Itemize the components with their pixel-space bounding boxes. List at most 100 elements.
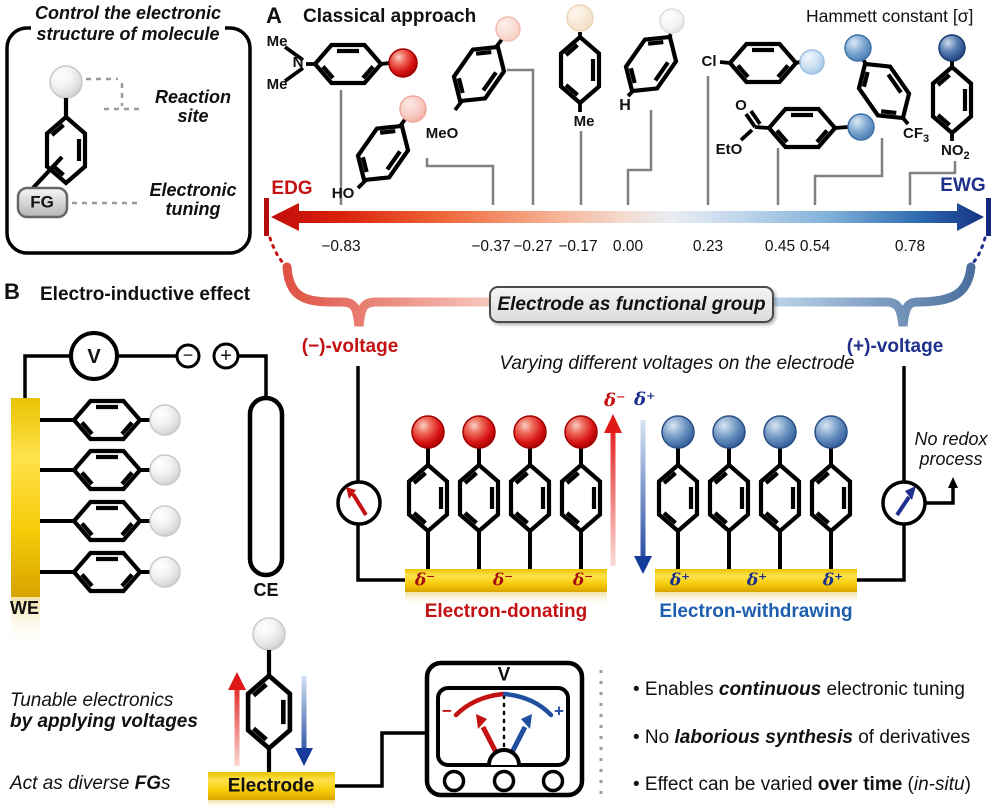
ewg-label: EWG: [940, 175, 986, 196]
dashed-link-right: [969, 236, 987, 267]
fg-box: [16, 186, 69, 219]
molecule-phenol: [349, 95, 427, 191]
minus-terminal-label: −: [182, 345, 194, 366]
delta-minus-label: δ⁻: [492, 570, 514, 591]
tunable-molecule: [208, 617, 427, 810]
delta-minus-float-label: δ⁻: [604, 390, 626, 411]
reaction-sphere-peach: [566, 4, 594, 32]
molecule-toluene: [561, 4, 599, 112]
bullet-continuous-tuning: • Enables continuous electronic tuning: [633, 679, 965, 700]
sigma-value: −0.17: [558, 238, 598, 255]
intro-box: [5, 26, 252, 255]
delta-minus-label: δ⁻: [414, 570, 436, 591]
meter-v-label: V: [497, 664, 511, 686]
electron-donating-label: Electron-donating: [424, 601, 588, 622]
meter-blue-needle-head: [521, 714, 532, 729]
oh-label: HO: [331, 185, 355, 202]
electrode-label: Electrode: [227, 775, 315, 797]
donating-electrode: [405, 569, 607, 592]
voltmeter-symbol: [69, 331, 119, 381]
bullet-no-synthesis: • No laborious synthesis of derivatives: [633, 727, 971, 748]
intro-title-line1: Control the electronic: [34, 3, 222, 23]
reaction-sphere-pink-light: [495, 16, 521, 42]
hammett-connector-lines: [339, 68, 957, 205]
molecule-cf3-benzene: [844, 34, 918, 129]
sigma-value: −0.37: [471, 238, 511, 255]
reaction-sphere-blue-mid: [847, 113, 875, 141]
panel-b-label: B: [4, 279, 20, 304]
panel-b-title: Electro-inductive effect: [40, 284, 251, 305]
dashed-callout-lines: [72, 77, 144, 205]
fg-label: FG: [30, 192, 54, 212]
positive-voltage-circuit: [857, 366, 958, 582]
intro-box-title: Control the electronic structure of mole…: [30, 3, 226, 45]
varying-voltages-label: Varying different voltages on the electr…: [499, 353, 855, 374]
plus-terminal-label: +: [220, 345, 232, 367]
delta-plus-label: δ⁺: [746, 570, 768, 591]
sigma-value: 0.23: [692, 238, 724, 255]
molecule-chlorobenzene: [719, 44, 825, 82]
cell-circuit: [11, 331, 285, 647]
reaction-site-label: Reaction site: [154, 87, 232, 126]
plus-terminal: [212, 342, 240, 370]
meter-knob: [492, 769, 516, 793]
intro-title-line2: structure of molecule: [36, 23, 220, 44]
ce-label: CE: [253, 580, 279, 600]
reaction-sphere-blue-dark: [938, 34, 966, 62]
no2-label: NO2: [941, 142, 970, 162]
sigma-value: −0.27: [513, 238, 553, 255]
gauge-red-needle-head: [346, 487, 356, 499]
voltmeter-device: [424, 660, 585, 798]
cf3-label: CF3: [903, 125, 930, 145]
reaction-sphere-white: [659, 8, 685, 34]
no-redox-label: No redox process: [914, 429, 988, 469]
nme2-me-top-label: Me: [266, 33, 288, 50]
reaction-sphere-pink: [399, 95, 427, 123]
bullet-varied-over-time: • Effect can be varied over time (in-sit…: [633, 774, 971, 795]
ome-label: MeO: [425, 125, 459, 142]
we-molecules: [40, 401, 181, 591]
scale-end-bar-right: [986, 198, 991, 236]
molecule-nitrobenzene: [933, 34, 971, 141]
voltmeter-v-label: V: [87, 346, 101, 368]
negative-voltage-circuit: [336, 366, 405, 582]
reaction-sphere-red: [388, 48, 418, 78]
sigma-value: 0.45: [764, 238, 796, 255]
electrode-brace: [282, 262, 976, 327]
hammett-constant-title: Hammett constant [σ]: [806, 6, 974, 26]
meter-knob: [541, 769, 565, 793]
act-as-fg-note: Act as diverse FGs: [10, 773, 171, 794]
sigma-value: 0.00: [612, 238, 644, 255]
gauge-blue-needle-head: [905, 486, 916, 500]
nme2-me-bottom-label: Me: [266, 76, 288, 93]
nme2-n-label: N: [292, 54, 304, 71]
sigma-value: 0.54: [799, 238, 831, 255]
we-electrode: [11, 398, 40, 597]
reaction-site-sphere: [49, 65, 83, 99]
sigma-value: 0.78: [894, 238, 926, 255]
minus-terminal: [175, 343, 201, 369]
molecule-benzene-h: [617, 8, 686, 102]
molecule-ethyl-benzoate: [739, 109, 875, 147]
delta-plus-float-label: δ⁺: [634, 389, 656, 410]
no-redox-arrow-head: [948, 477, 958, 488]
delta-minus-label: δ⁻: [572, 570, 594, 591]
molecule-nme2: [283, 45, 418, 83]
bottom-electrode: [208, 772, 335, 800]
negative-voltage-label: (−)-voltage: [301, 336, 399, 357]
electronic-tuning-label: Electronic tuning: [149, 180, 237, 219]
ester-o-label: O: [735, 97, 747, 114]
electrode-as-fg-box: Electrode as functional group: [489, 286, 774, 323]
cl-label: Cl: [701, 53, 717, 70]
me-label: Me: [573, 113, 595, 130]
meter-minus-label: −: [442, 701, 452, 721]
reaction-sphere-blue-mid: [844, 34, 872, 62]
ester-eto-label: EtO: [715, 141, 743, 158]
delta-plus-label: δ⁺: [822, 570, 844, 591]
dashed-link-left: [268, 236, 287, 267]
meter-red-needle-head: [476, 714, 487, 729]
meter-plus-label: +: [554, 701, 564, 721]
donating-assembly: [405, 414, 622, 606]
